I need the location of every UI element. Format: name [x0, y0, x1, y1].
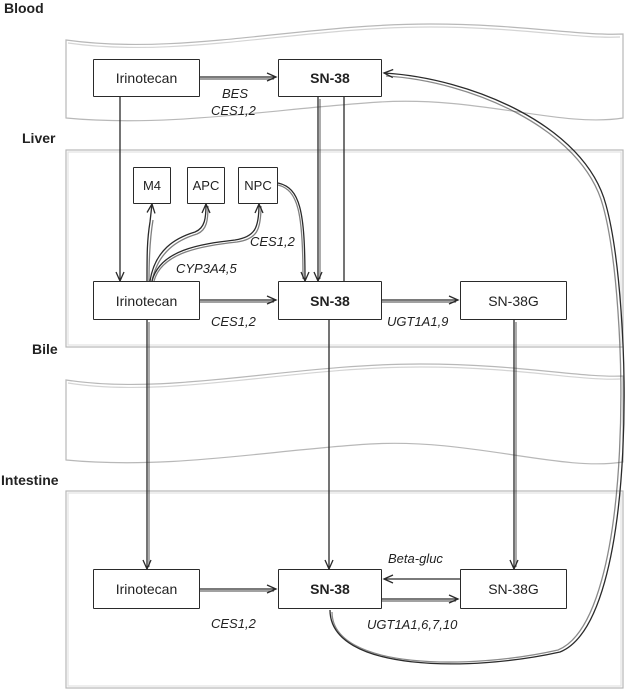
arrow-irinotecan-to-m4 [146, 202, 156, 282]
enzyme-label-blood-ces: CES1,2 [211, 103, 256, 118]
node-liver-m4: M4 [133, 167, 171, 204]
node-liver-irinotecan: Irinotecan [93, 281, 200, 320]
enzyme-label-beta-gluc: Beta-gluc [388, 551, 443, 566]
enzyme-label-int-ces: CES1,2 [211, 616, 256, 631]
enzyme-label-bes: BES [222, 86, 249, 101]
node-liver-apc: APC [187, 167, 225, 204]
arrow-int-sn38-to-blood [329, 68, 625, 665]
node-blood-sn38: SN-38 [278, 59, 382, 97]
enzyme-label-cyp3a4: CYP3A4,5 [176, 261, 237, 276]
section-label-liver: Liver [22, 130, 56, 146]
region-bile [65, 363, 624, 465]
node-liver-sn38g: SN-38G [460, 281, 567, 320]
section-label-bile: Bile [32, 341, 58, 357]
section-label-blood: Blood [4, 0, 44, 16]
node-liver-sn38: SN-38 [278, 281, 382, 320]
region-intestine [65, 490, 624, 689]
arrow-irinotecan-to-apc [149, 202, 211, 282]
arrow-irinotecan-to-npc [151, 202, 264, 282]
node-liver-npc: NPC [238, 167, 278, 204]
enzyme-label-ugt1a1-9: UGT1A1,9 [387, 314, 449, 329]
section-label-intestine: Intestine [1, 472, 59, 488]
arrow-npc-to-sn38 [277, 182, 310, 283]
node-int-sn38: SN-38 [278, 569, 382, 609]
node-int-sn38g: SN-38G [460, 569, 567, 609]
node-int-irinotecan: Irinotecan [93, 569, 200, 609]
enzyme-label-liver-ces: CES1,2 [211, 314, 256, 329]
enzyme-label-npc-ces: CES1,2 [250, 234, 295, 249]
node-blood-irinotecan: Irinotecan [93, 59, 200, 97]
region-blood [65, 23, 624, 122]
enzyme-label-ugt1a1-6-7-10: UGT1A1,6,7,10 [367, 617, 458, 632]
